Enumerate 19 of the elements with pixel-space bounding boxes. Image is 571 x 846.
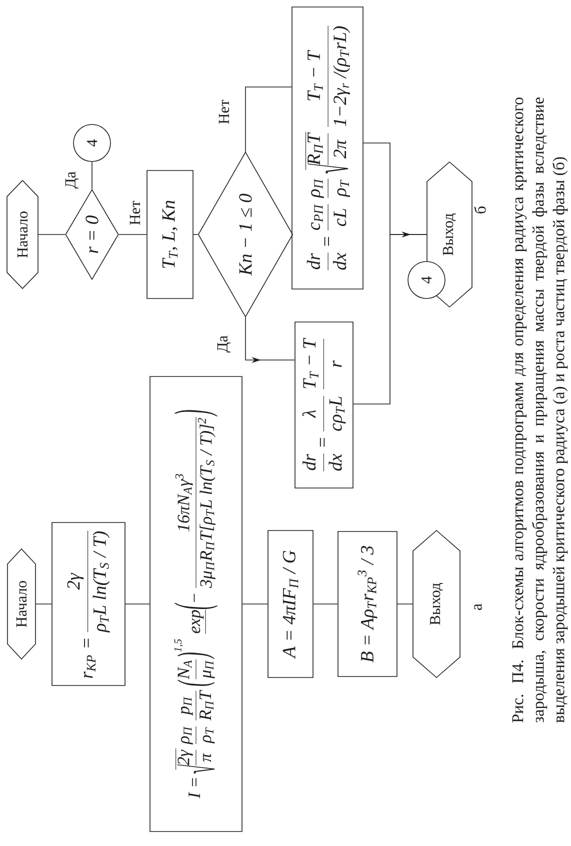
terminal-hexagon: Выход <box>412 530 460 678</box>
edge-label: Нет <box>218 98 230 126</box>
figure-caption: Рис. П4. Блок-схемы алгоритмов подпрограмм для определения радиуса критического зародыша, скорости ядрообразования и приращения массы твердой фазы вследствие выделения зародышей критического радиуса (а) и роста частиц твердой фазы (б) <box>512 98 568 723</box>
edge-label: Нет <box>128 199 142 227</box>
terminal-hexagon: Начало <box>7 548 36 660</box>
connector-line <box>353 234 427 404</box>
connector-line <box>38 234 66 235</box>
process-box: dr dx = λ cρ$_{Т}$L T$_{Т}$ − T r <box>294 322 354 488</box>
terminal-hexagon: Начало <box>6 180 38 290</box>
process-box: B = Aρ$_{Т}$r$_{КР}$$^{3}$ / 3 <box>338 531 398 677</box>
connector-line <box>245 86 292 152</box>
process-box: T$_{Т}$, L, Kn <box>146 170 194 299</box>
process-box: r$_{КР}$ = 2γ ρ$_{Т}$L ln(T$_{S}$ / T) <box>52 522 126 686</box>
connector-line <box>193 234 198 235</box>
process-box: dr dx = c$_{РП}$ cL ρ$_{П}$ ρ$_{Т}$√R$_{П}$T 2π T$_{Т}$ − T 1−2γ$_{r}$ /(ρ$_{Т}$rL) <box>292 6 364 290</box>
edge-label: Да <box>216 334 232 354</box>
process-box: A = 4πIF$_{П}$ / G <box>268 530 314 678</box>
edge-label: Да <box>64 170 80 190</box>
connector-line <box>118 234 147 235</box>
